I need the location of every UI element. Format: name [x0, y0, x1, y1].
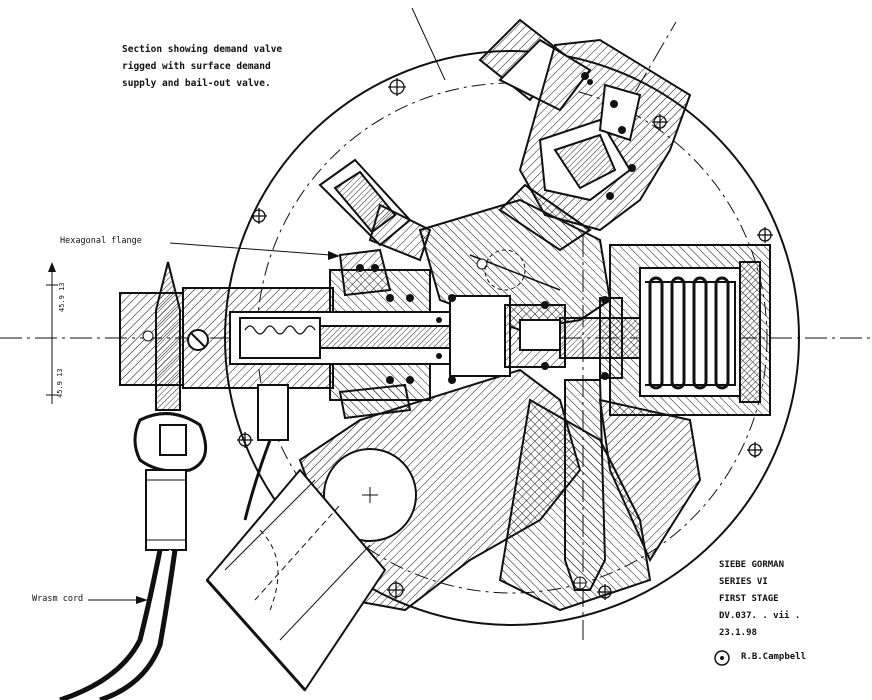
title-block-line-4: DV.037. . vii .	[719, 611, 801, 621]
signature: R.B.Campbell	[741, 652, 807, 662]
caption-line-3: supply and bail-out valve.	[122, 78, 271, 89]
title-block-line-5: 23.1.98	[719, 628, 757, 638]
label-hexagonal-flange: Hexagonal flange	[60, 236, 142, 246]
dashed-port	[484, 249, 526, 291]
signature-mark-icon	[714, 650, 730, 666]
title-block-line-1: SIEBE GORMAN	[719, 560, 785, 570]
caption: Section showing demand valve rigged with…	[122, 41, 282, 92]
threaded-nipple	[318, 158, 432, 262]
cord-ferrule	[145, 469, 187, 551]
dimension-lower: 45.9 13	[56, 368, 64, 398]
caption-line-1: Section showing demand valve	[122, 44, 283, 55]
dimension-upper: 45.9 13	[58, 282, 66, 312]
label-wrasm-cord: Wrasm cord	[32, 594, 84, 604]
cord	[59, 549, 163, 700]
lever-arm	[564, 379, 607, 591]
pendant-tag	[257, 384, 289, 441]
lanyard-ring	[133, 412, 208, 473]
title-block-line-2: SERIES VI	[719, 577, 768, 587]
title-block: SIEBE GORMAN SERIES VI FIRST STAGE DV.03…	[719, 557, 800, 642]
title-block-line-3: FIRST STAGE	[719, 594, 779, 604]
horizontal-barrel	[182, 269, 641, 401]
spike-pointer	[155, 261, 181, 411]
spring-chamber	[609, 244, 771, 416]
caption-line-2: rigged with surface demand	[122, 61, 271, 72]
